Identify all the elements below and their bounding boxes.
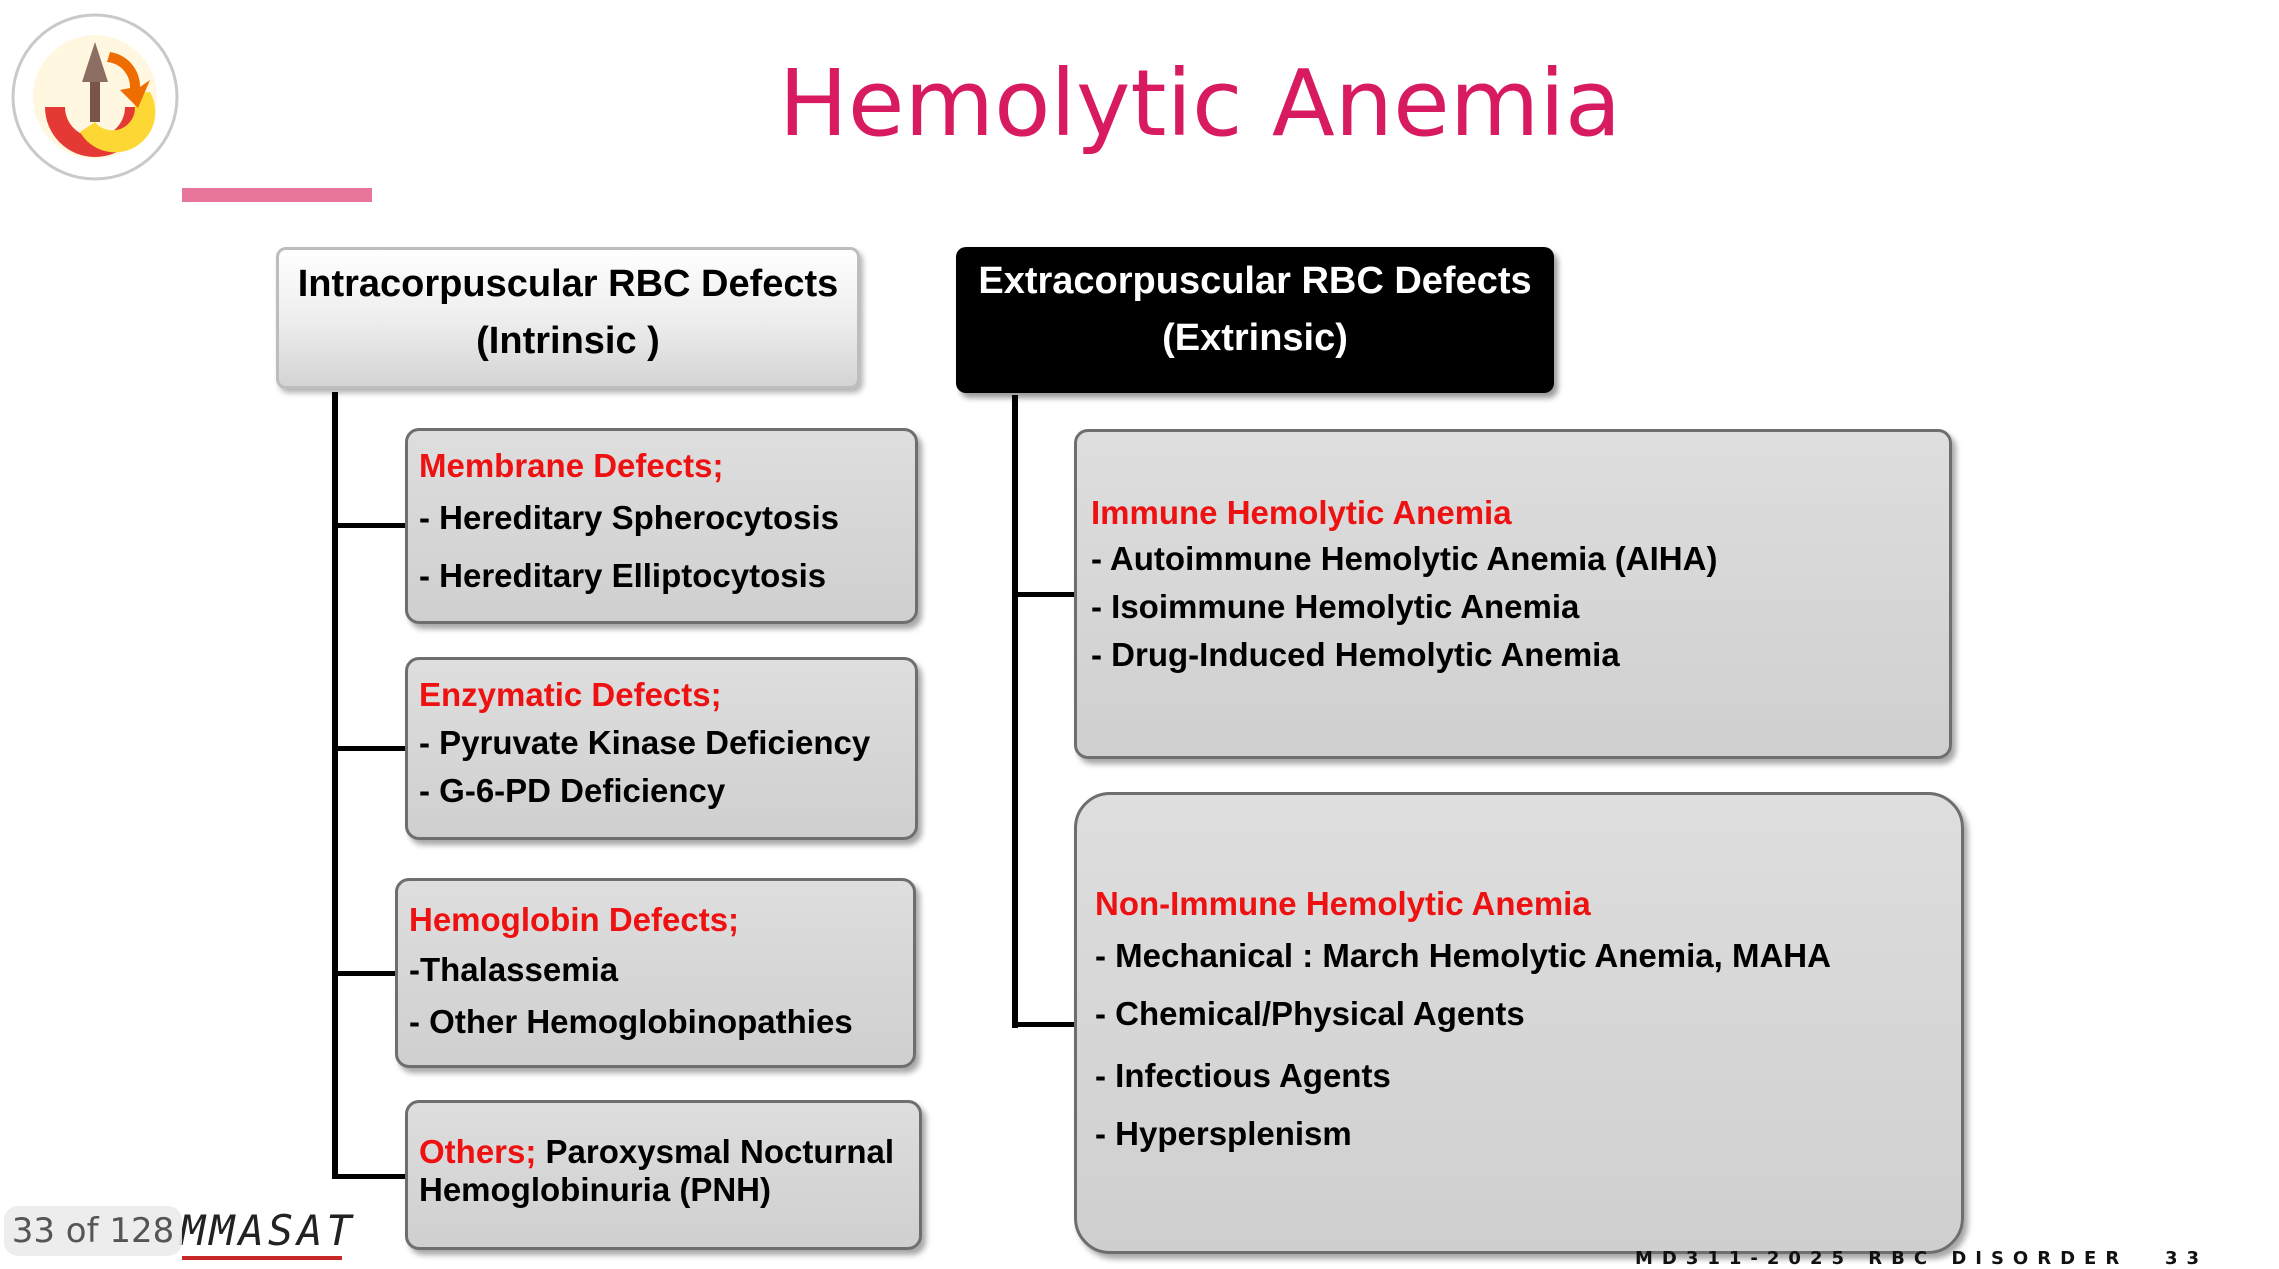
membrane-defects-box: Membrane Defects; - Hereditary Spherocyt…	[405, 428, 918, 624]
others-heading: Others;	[419, 1133, 537, 1170]
membrane-defects-heading: Membrane Defects;	[419, 447, 724, 484]
list-item: - Infectious Agents	[1095, 1057, 1391, 1094]
connector-immune	[1012, 592, 1077, 597]
list-item: - Mechanical : March Hemolytic Anemia, M…	[1095, 937, 1831, 974]
others-box: Others; Paroxysmal Nocturnal Hemoglobinu…	[405, 1100, 922, 1250]
watermark-logo: MMASAT	[180, 1206, 356, 1255]
connector-enzymatic	[332, 746, 408, 751]
list-item: - Autoimmune Hemolytic Anemia (AIHA)	[1091, 540, 1718, 577]
intrinsic-header: Intracorpuscular RBC Defects (Intrinsic …	[276, 247, 860, 389]
footer-slide-number: 33	[2165, 1248, 2209, 1269]
list-item: - Other Hemoglobinopathies	[409, 1003, 853, 1040]
list-item: - Pyruvate Kinase Deficiency	[419, 724, 871, 761]
intrinsic-header-line1: Intracorpuscular RBC Defects	[297, 263, 839, 305]
connector-hemoglobin	[332, 971, 398, 976]
intrinsic-header-line2: (Intrinsic )	[476, 320, 660, 362]
list-item: - Isoimmune Hemolytic Anemia	[1091, 588, 1580, 625]
page-indicator: 33 of 128	[4, 1206, 182, 1256]
list-item: -Thalassemia	[409, 951, 619, 988]
extrinsic-header-line2: (Extrinsic)	[1162, 317, 1348, 359]
list-item: - G-6-PD Deficiency	[419, 772, 726, 809]
list-item: Hemoglobinuria (PNH)	[419, 1171, 771, 1208]
list-item: - Drug-Induced Hemolytic Anemia	[1091, 636, 1620, 673]
college-logo	[10, 12, 180, 182]
list-item: - Hereditary Elliptocytosis	[419, 557, 827, 594]
immune-hemolytic-heading: Immune Hemolytic Anemia	[1091, 494, 1512, 531]
extrinsic-header-line1: Extracorpuscular RBC Defects	[978, 260, 1532, 302]
hemoglobin-defects-heading: Hemoglobin Defects;	[409, 901, 740, 938]
connector-others	[332, 1174, 408, 1179]
enzymatic-defects-box: Enzymatic Defects; - Pyruvate Kinase Def…	[405, 657, 918, 840]
extrinsic-header: Extracorpuscular RBC Defects (Extrinsic)	[956, 247, 1554, 393]
extrinsic-trunk-line	[1012, 395, 1018, 1028]
connector-non-immune	[1012, 1022, 1077, 1027]
watermark-underline	[182, 1256, 342, 1260]
list-item: - Hypersplenism	[1095, 1115, 1352, 1152]
immune-hemolytic-box: Immune Hemolytic Anemia - Autoimmune Hem…	[1074, 429, 1952, 759]
intrinsic-trunk-line	[332, 392, 338, 1178]
non-immune-hemolytic-heading: Non-Immune Hemolytic Anemia	[1095, 885, 1591, 922]
page-title: Hemolytic Anemia	[778, 50, 1622, 157]
non-immune-hemolytic-box: Non-Immune Hemolytic Anemia - Mechanical…	[1074, 792, 1964, 1254]
footer-course-text: MD311-2025 RBC DISORDER	[1635, 1248, 2129, 1269]
list-item: - Chemical/Physical Agents	[1095, 995, 1525, 1032]
others-inline-text: Paroxysmal Nocturnal	[536, 1133, 894, 1170]
hemoglobin-defects-box: Hemoglobin Defects; -Thalassemia - Other…	[395, 878, 916, 1068]
connector-membrane	[332, 523, 408, 528]
list-item: - Hereditary Spherocytosis	[419, 499, 839, 536]
title-accent-bar	[182, 188, 372, 202]
enzymatic-defects-heading: Enzymatic Defects;	[419, 676, 722, 713]
